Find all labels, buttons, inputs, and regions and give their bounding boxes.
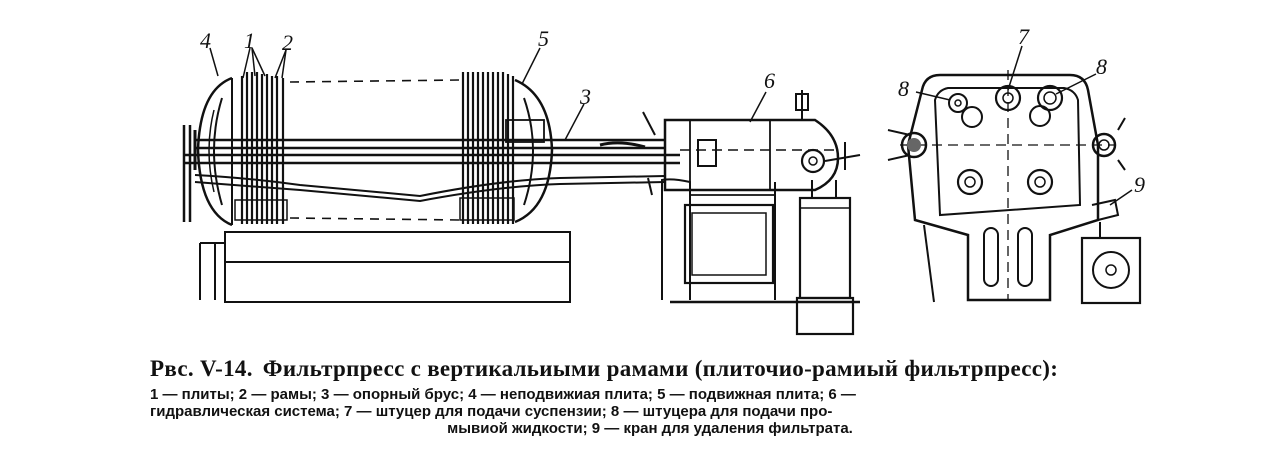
label-8-right: 8 (1096, 54, 1107, 79)
label-2: 2 (282, 30, 293, 55)
leader-lines (209, 45, 1133, 206)
label-9: 9 (1134, 172, 1145, 197)
figure-number: Рвс. V-14. (150, 356, 253, 381)
base-frame (224, 231, 571, 303)
side-view (182, 72, 680, 303)
legend-line-3: мывиой жидкости; 9 — кран для удаления ф… (447, 420, 853, 437)
caption-title: Рвс. V-14. Фильтрпресс с вертикальиыми ра… (150, 356, 1150, 382)
support-beam (185, 138, 680, 165)
figure-caption: Рвс. V-14. Фильтрпресс с вертикальиыми ра… (150, 356, 1150, 437)
label-1: 1 (244, 28, 255, 53)
label-7: 7 (1018, 24, 1030, 49)
label-6: 6 (764, 68, 775, 93)
label-3: 3 (579, 84, 591, 109)
legend-line-2: гидравлическая система; 7 — штуцер для п… (150, 403, 833, 420)
hydraulic-system (642, 90, 861, 336)
filter-press-drawing: 4 1 2 5 3 6 7 8 8 9 (182, 24, 1145, 336)
label-5: 5 (538, 26, 549, 51)
label-4: 4 (200, 28, 211, 53)
caption-legend: 1 — плиты; 2 — рамы; 3 — опорный брус; 4… (150, 386, 1150, 437)
legend-line-1: 1 — плиты; 2 — рамы; 3 — опорный брус; 4… (150, 386, 856, 403)
label-8-left: 8 (898, 76, 909, 101)
end-view (887, 70, 1142, 305)
fixed-head-plate (196, 76, 233, 227)
movable-head-plate (514, 78, 554, 224)
caption-title-text: Фильтрпресс с вертикальиыми рамами (плит… (262, 356, 1059, 381)
